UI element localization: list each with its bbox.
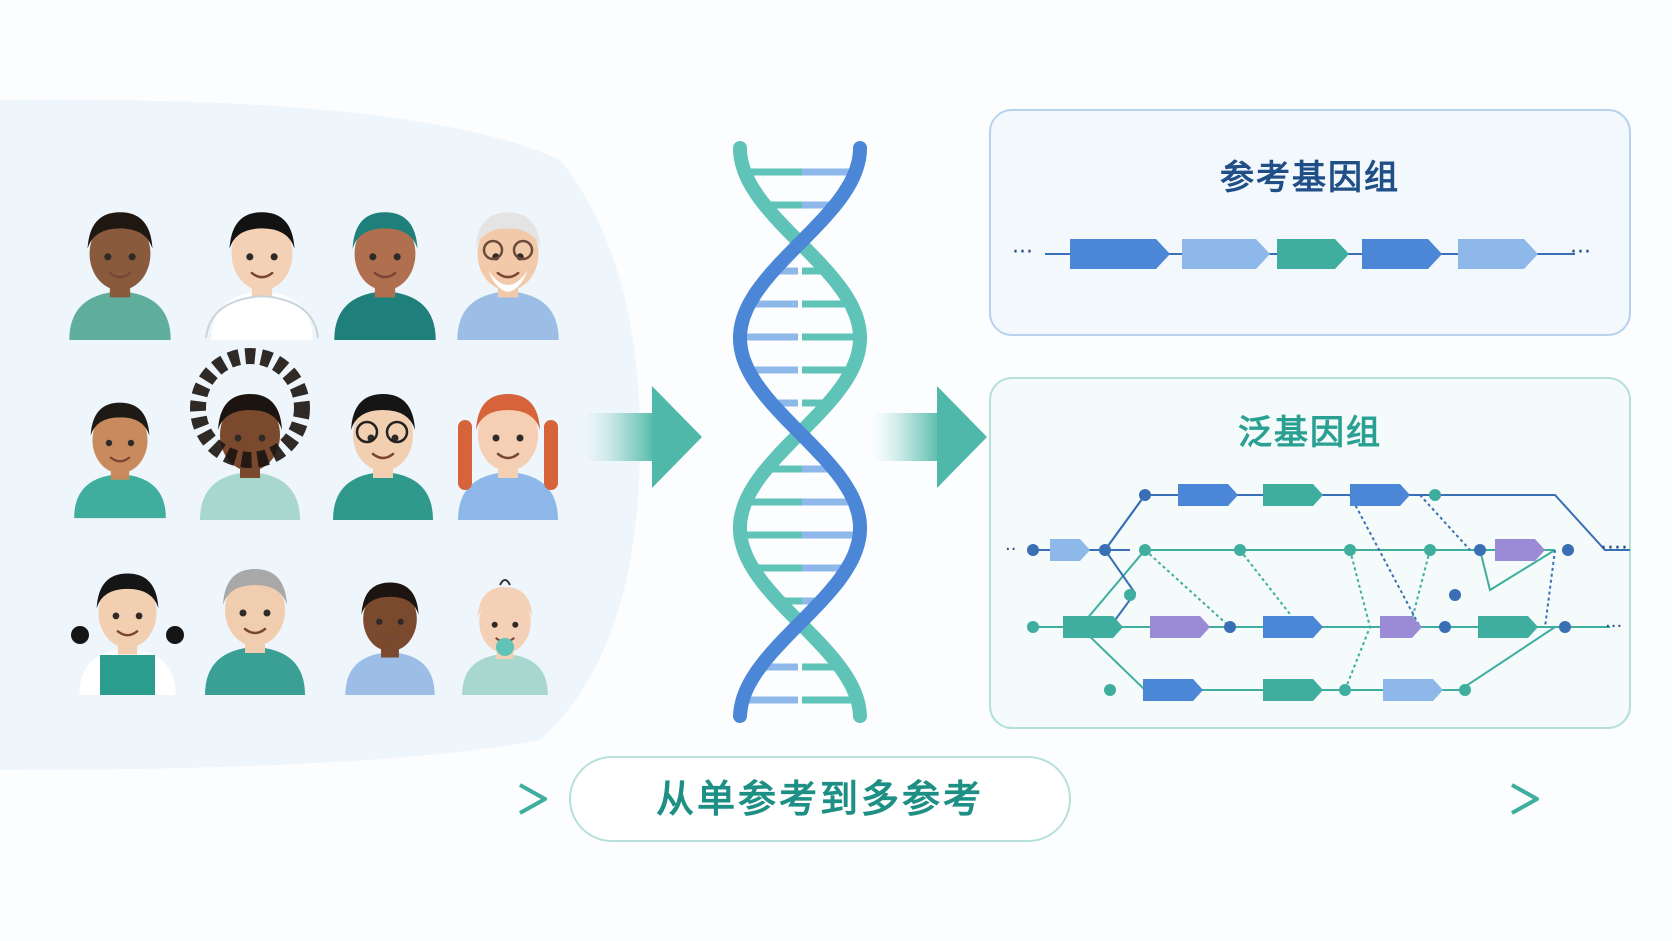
gene-block [1383,679,1443,701]
person-icon [456,392,560,520]
gene-block [1263,484,1323,506]
footer-pill [569,756,1071,842]
gene-block [1070,239,1170,269]
gene-block [1362,239,1442,269]
gene-block [1495,539,1545,561]
reference-genome-section: 参考基因组 [990,110,1630,335]
gene-block [1263,679,1323,701]
svg-text:···: ··· [1605,616,1622,637]
bottom-left-arrow [130,783,547,815]
svg-text:····: ···· [1600,536,1628,561]
pangenome-title: 泛基因组 [1238,413,1382,453]
gene-block [1277,239,1349,269]
footer-caption: 从单参考到多参考 [655,777,984,821]
gene-block [1050,539,1090,561]
gene-block [1178,484,1238,506]
person-icon [190,348,310,520]
gene-block [1063,616,1123,638]
person-icon [71,572,184,695]
population-icons [67,210,561,695]
gene-block [1380,616,1422,638]
gene-block [1150,616,1210,638]
gene-block [1182,239,1270,269]
right-arrow-icon [585,386,702,488]
bottom-right-arrow [1090,783,1539,815]
right-arrow-icon [872,386,987,488]
pangenome-section: 泛基因组 [990,378,1630,728]
reference-genome-track: ··· ··· [1012,239,1591,269]
person-icon [455,210,561,340]
pangenome-panel [989,377,1631,729]
dna-double-helix-icon [732,141,868,723]
dna-strand [733,141,868,723]
reference-genome-title: 参考基因组 [1220,158,1400,198]
person-icon [331,392,435,520]
reference-genome-panel [989,109,1631,336]
pangenome-nodes: ·· ···· ··· [1005,484,1628,701]
gene-block [1263,616,1323,638]
person-icon [460,579,550,695]
person-icon [205,210,319,340]
gene-block [1478,616,1538,638]
svg-text:··: ·· [1005,539,1016,560]
gene-block [1350,484,1410,506]
gene-block [1458,239,1538,269]
gene-block [1143,679,1203,701]
svg-text:···: ··· [1570,240,1591,265]
svg-text:···: ··· [1012,240,1033,265]
